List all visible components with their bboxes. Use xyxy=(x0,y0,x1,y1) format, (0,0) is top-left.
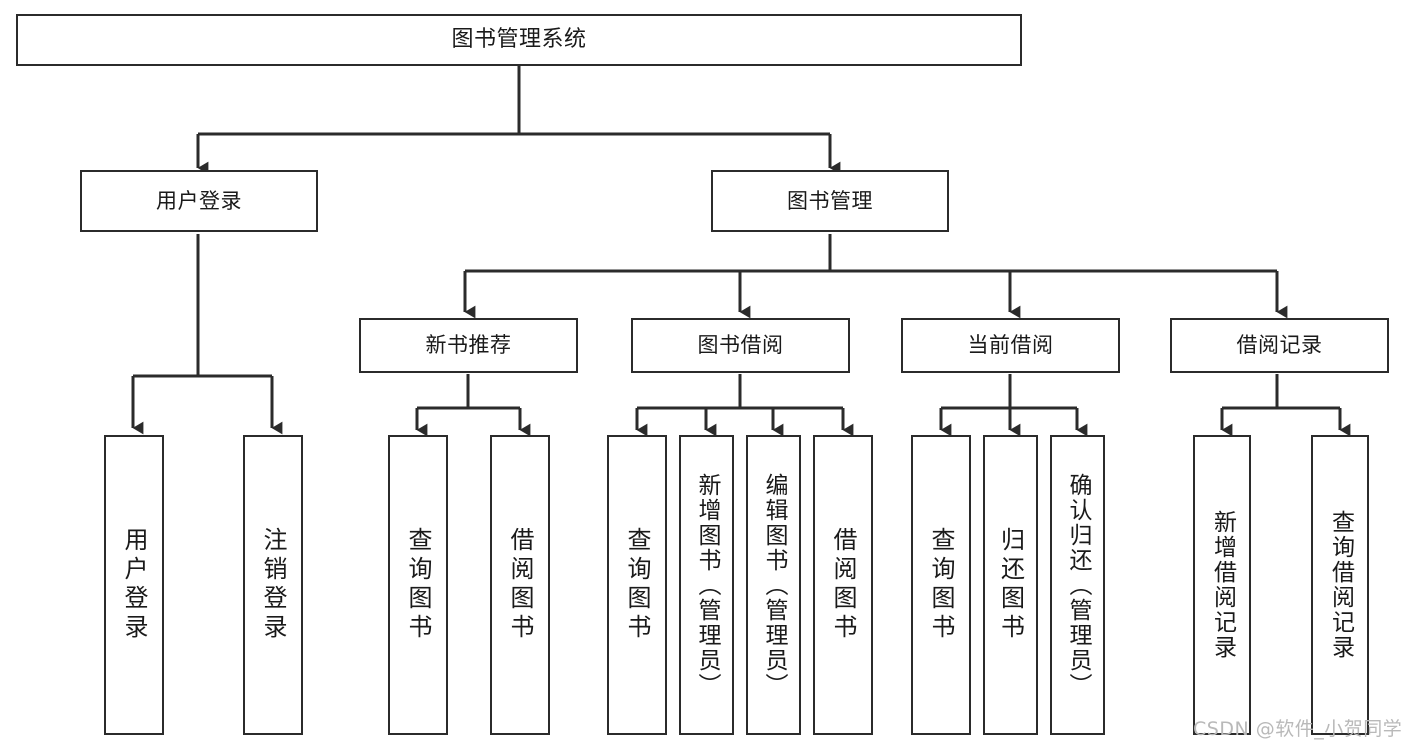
node-label: 当前借阅 xyxy=(967,333,1054,358)
leaf-book-borrow-lend[interactable]: 借阅图书 xyxy=(813,435,873,735)
leaf-new-book-query[interactable]: 查询图书 xyxy=(388,435,448,735)
node-label: 新增借阅记录 xyxy=(1209,510,1236,660)
node-label: 编辑图书（管理员） xyxy=(761,472,787,698)
node-label: 图书借阅 xyxy=(697,333,784,358)
node-book-management[interactable]: 图书管理 xyxy=(711,170,949,232)
node-label: 确认归还（管理员） xyxy=(1065,472,1091,698)
leaf-current-borrow-query[interactable]: 查询图书 xyxy=(911,435,971,735)
leaf-current-borrow-confirm-return[interactable]: 确认归还（管理员） xyxy=(1050,435,1105,735)
node-label: 借阅图书 xyxy=(506,527,534,643)
leaf-borrow-record-query[interactable]: 查询借阅记录 xyxy=(1311,435,1369,735)
leaf-borrow-record-add[interactable]: 新增借阅记录 xyxy=(1193,435,1251,735)
leaf-new-book-borrow[interactable]: 借阅图书 xyxy=(490,435,550,735)
node-current-borrow[interactable]: 当前借阅 xyxy=(901,318,1120,373)
node-label: 新书推荐 xyxy=(425,333,512,358)
leaf-current-borrow-return[interactable]: 归还图书 xyxy=(983,435,1038,735)
node-label: 查询图书 xyxy=(623,527,651,643)
leaf-book-borrow-edit[interactable]: 编辑图书（管理员） xyxy=(746,435,801,735)
leaf-user-login-signout[interactable]: 注销登录 xyxy=(243,435,303,735)
node-root-book-management-system[interactable]: 图书管理系统 xyxy=(16,14,1022,66)
node-label: 新增图书（管理员） xyxy=(694,472,720,698)
node-label: 查询图书 xyxy=(404,527,432,643)
node-book-borrow[interactable]: 图书借阅 xyxy=(631,318,850,373)
node-label: 图书管理系统 xyxy=(451,27,587,53)
leaf-book-borrow-query[interactable]: 查询图书 xyxy=(607,435,667,735)
node-label: 借阅记录 xyxy=(1236,333,1323,358)
node-borrow-record[interactable]: 借阅记录 xyxy=(1170,318,1389,373)
node-label: 图书管理 xyxy=(787,188,873,213)
csdn-watermark: CSDN @软件_小贺同学 xyxy=(1193,718,1403,740)
leaf-user-login-signin[interactable]: 用户登录 xyxy=(104,435,164,735)
node-new-book-recommend[interactable]: 新书推荐 xyxy=(359,318,578,373)
node-label: 注销登录 xyxy=(259,527,287,643)
node-label: 借阅图书 xyxy=(829,527,857,643)
node-label: 查询借阅记录 xyxy=(1327,510,1354,660)
node-label: 归还图书 xyxy=(996,527,1025,643)
leaf-book-borrow-add[interactable]: 新增图书（管理员） xyxy=(679,435,734,735)
node-label: 用户登录 xyxy=(156,188,242,213)
node-label: 查询图书 xyxy=(927,527,955,643)
node-user-login[interactable]: 用户登录 xyxy=(80,170,318,232)
node-label: 用户登录 xyxy=(120,527,148,643)
